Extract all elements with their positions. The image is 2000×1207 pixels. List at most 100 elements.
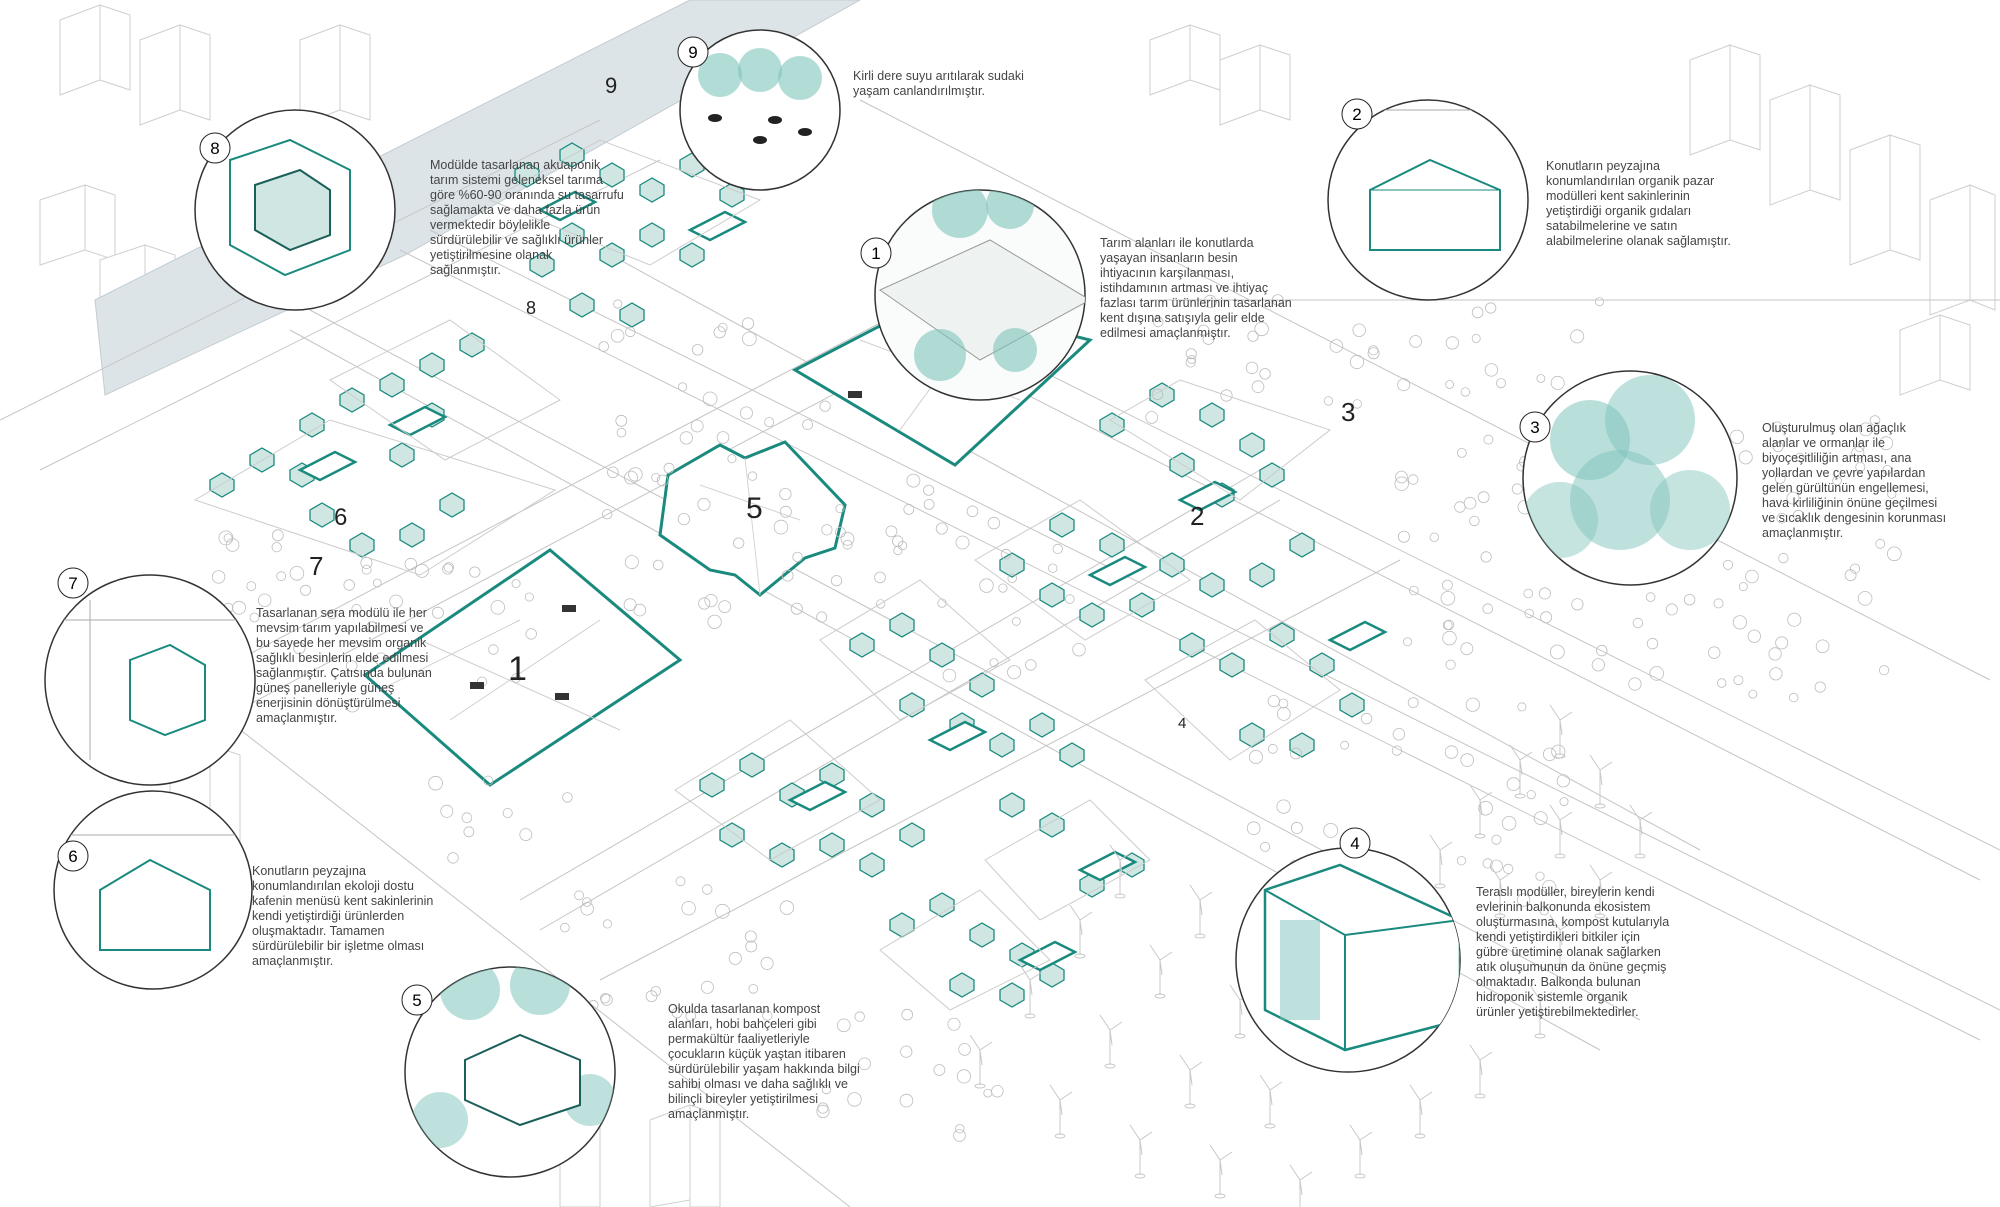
housing-roof: [1129, 592, 1155, 618]
tree: [858, 1057, 871, 1071]
tree: [876, 599, 886, 609]
tree: [702, 391, 718, 407]
tree: [615, 414, 628, 427]
housing-roof: [389, 442, 415, 468]
wind-turbine: [1509, 744, 1533, 799]
wind-turbine: [1629, 804, 1653, 859]
tree: [562, 792, 573, 803]
tree: [1352, 323, 1366, 337]
housing-roof: [859, 852, 885, 878]
tree: [792, 551, 803, 563]
tree: [1774, 473, 1786, 484]
tree: [1329, 339, 1344, 353]
housing-roof: [619, 302, 645, 328]
tree: [1857, 591, 1873, 606]
tree: [1879, 665, 1890, 676]
badge-1: 1: [860, 237, 892, 269]
tree: [1251, 380, 1265, 394]
tree: [1542, 747, 1557, 762]
greenhouse-roof: [537, 190, 598, 222]
label-block-6: 6: [334, 504, 347, 531]
tree: [1844, 569, 1857, 582]
note-8: Modülde tasarlanan akuaponik tarım siste…: [430, 158, 624, 277]
tree: [469, 566, 481, 578]
tree: [1471, 306, 1484, 319]
tree: [225, 538, 240, 552]
tree: [1220, 389, 1233, 402]
tree: [1786, 491, 1800, 505]
tree: [345, 698, 360, 713]
tree: [1738, 450, 1753, 465]
tree: [704, 593, 718, 608]
tree: [728, 951, 742, 965]
housing-roof: [859, 792, 885, 818]
tree: [1187, 354, 1197, 364]
tree: [600, 993, 613, 1006]
tree: [836, 1018, 851, 1033]
label-block-8: 8: [526, 298, 536, 318]
housing-roof: [969, 672, 995, 698]
callout-badges: 1 2 3 4 5 6 7 8 9: [57, 36, 1551, 1016]
tree: [1483, 434, 1494, 445]
housing-roof: [1219, 652, 1245, 678]
label-block-7: 7: [309, 551, 323, 581]
tree: [899, 1093, 914, 1108]
tree: [1185, 348, 1197, 360]
tree: [1551, 744, 1566, 759]
tree: [1733, 675, 1744, 686]
tree: [1594, 297, 1604, 307]
tree: [747, 471, 758, 481]
housing-roof: [299, 412, 325, 438]
housing-roof: [1039, 812, 1065, 838]
housing-roof: [1039, 582, 1065, 608]
tree: [1795, 452, 1805, 463]
label-school-5: 5: [746, 492, 763, 525]
tree: [821, 1084, 832, 1095]
tree: [560, 922, 570, 933]
label-field-1: 1: [508, 650, 527, 688]
tree: [979, 578, 994, 593]
tree: [1395, 470, 1408, 484]
tree: [1278, 698, 1289, 709]
tree: [351, 603, 362, 615]
tree: [610, 328, 625, 343]
tree: [1649, 666, 1664, 681]
tree: [511, 673, 521, 683]
housing-roof: [419, 352, 445, 378]
tree: [691, 344, 704, 356]
housing-roof: [889, 912, 915, 938]
label-forest-3: 3: [1341, 397, 1355, 427]
tree: [715, 903, 730, 919]
housing-roof: [849, 632, 875, 658]
note-4: Teraslı modüller, bireylerin kendi evler…: [1476, 885, 1670, 1019]
housing-roof: [399, 522, 425, 548]
housing-roof: [599, 242, 625, 268]
tractors: [470, 391, 862, 700]
note-5: Okulda tasarlanan kompost alanları, hobi…: [668, 1002, 860, 1121]
tree: [1768, 647, 1782, 661]
tree: [1571, 598, 1584, 611]
housing-roof: [899, 692, 925, 718]
tree: [625, 326, 636, 338]
tree: [790, 602, 803, 615]
tree: [645, 990, 658, 1003]
tree: [1007, 665, 1022, 680]
tree: [1460, 387, 1471, 397]
tree: [1792, 509, 1805, 522]
tree: [1815, 639, 1830, 654]
tree: [1524, 608, 1534, 619]
housing-roof: [1239, 722, 1265, 748]
tree: [779, 505, 792, 518]
wind-turbine: [1489, 864, 1513, 919]
tree: [1445, 380, 1454, 389]
tree: [511, 579, 521, 589]
tree: [1503, 863, 1514, 875]
tree: [903, 503, 915, 515]
tree: [428, 775, 443, 791]
tree: [599, 993, 611, 1004]
tree: [690, 419, 704, 433]
tree: [1409, 335, 1422, 348]
tree: [821, 524, 833, 536]
tree: [1482, 858, 1493, 869]
